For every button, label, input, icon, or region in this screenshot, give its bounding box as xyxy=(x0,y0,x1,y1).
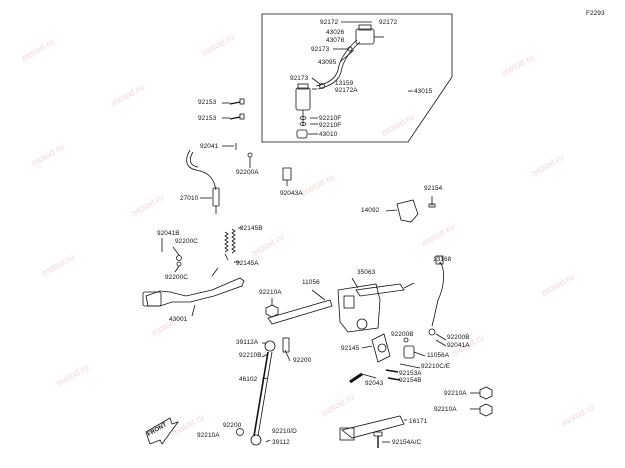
part-label: 11056A xyxy=(427,352,450,359)
tie-rod xyxy=(253,351,269,437)
spring xyxy=(231,228,236,254)
part-label: 13168 xyxy=(433,256,452,263)
part-label: 92173 xyxy=(311,46,330,53)
part-label: 92200 xyxy=(293,357,312,364)
part-label: 92210A xyxy=(197,432,220,439)
master-cylinder xyxy=(295,87,311,111)
figure-code: F2293 xyxy=(586,10,605,17)
cap-cover xyxy=(396,199,419,223)
rod xyxy=(431,261,444,327)
part-label: 92210A xyxy=(434,406,457,413)
part-label: 92200C xyxy=(175,238,198,245)
front-arrow xyxy=(145,417,180,445)
part-label: 27010 xyxy=(180,195,199,202)
part-label: 92043A xyxy=(280,190,303,197)
reservoir-body xyxy=(355,28,375,45)
brake-switch-wire xyxy=(186,149,217,191)
part-label: 92200 xyxy=(223,422,242,429)
part-label: 92153 xyxy=(198,99,217,106)
reservoir-cap xyxy=(358,24,372,31)
part-label: 92200B xyxy=(447,334,470,341)
part-label: 92041A xyxy=(447,342,470,349)
part-label: 92210/D xyxy=(272,428,297,435)
part-label: 92154 xyxy=(424,185,443,192)
part-label: 92145B xyxy=(240,225,263,232)
part-label: 92200A xyxy=(236,169,259,176)
brake-switch xyxy=(212,187,220,207)
part-label: 92210B xyxy=(239,352,262,359)
part-label: 92172 xyxy=(320,19,339,26)
part-label: 16171 xyxy=(409,418,428,425)
rod-end xyxy=(264,340,276,352)
lever xyxy=(267,299,333,325)
linkage-plate xyxy=(371,333,391,363)
clevis-nut xyxy=(296,129,308,139)
part-label: 92154A/C xyxy=(392,439,422,446)
bracket xyxy=(337,283,381,333)
part-label: 92210F xyxy=(319,122,342,129)
reservoir-hose xyxy=(315,39,358,87)
part-label: 92043 xyxy=(365,380,384,387)
part-label: 14092 xyxy=(361,207,380,214)
rod-end xyxy=(250,434,262,446)
part-label: 35063 xyxy=(357,269,376,276)
part-label: 43078 xyxy=(326,37,345,44)
part-label: 92172A xyxy=(335,87,358,94)
part-label: 43095 xyxy=(318,59,337,66)
clip xyxy=(282,167,292,181)
part-label: 92210A xyxy=(444,390,467,397)
pedal-pad xyxy=(142,291,162,307)
part-label: 11056 xyxy=(302,279,320,286)
nut xyxy=(265,304,279,318)
part-label: 92041B xyxy=(157,230,180,237)
part-label: 92041 xyxy=(200,143,219,150)
part-label: 43010 xyxy=(319,131,338,138)
part-label: 92145A xyxy=(236,260,259,267)
spring xyxy=(224,231,229,253)
part-label: 13159 xyxy=(335,80,354,87)
guide-bracket xyxy=(341,415,405,439)
master-cylinder-box xyxy=(261,13,453,143)
part-label: 92210A xyxy=(259,289,282,296)
part-label: 92200C xyxy=(165,274,188,281)
part-label: 92153 xyxy=(198,115,217,122)
part-label: 92210C/E xyxy=(421,363,451,370)
part-label: 92154B xyxy=(399,377,422,384)
part-label: 92145 xyxy=(341,345,360,352)
part-label: 92173 xyxy=(290,75,309,82)
part-label: 92153A xyxy=(399,370,422,377)
hose-clamp xyxy=(319,83,325,89)
brake-pedal xyxy=(145,277,245,307)
part-label: 92172 xyxy=(379,19,398,26)
part-label: 92210F xyxy=(319,115,342,122)
part-label: 39112A xyxy=(236,339,259,346)
part-label: 39112 xyxy=(272,439,290,446)
part-label: 46102 xyxy=(239,376,258,383)
part-label: 92200B xyxy=(391,331,414,338)
part-label: 43015 xyxy=(414,88,433,95)
part-label: 43026 xyxy=(326,29,345,36)
part-label: 43001 xyxy=(169,316,188,323)
